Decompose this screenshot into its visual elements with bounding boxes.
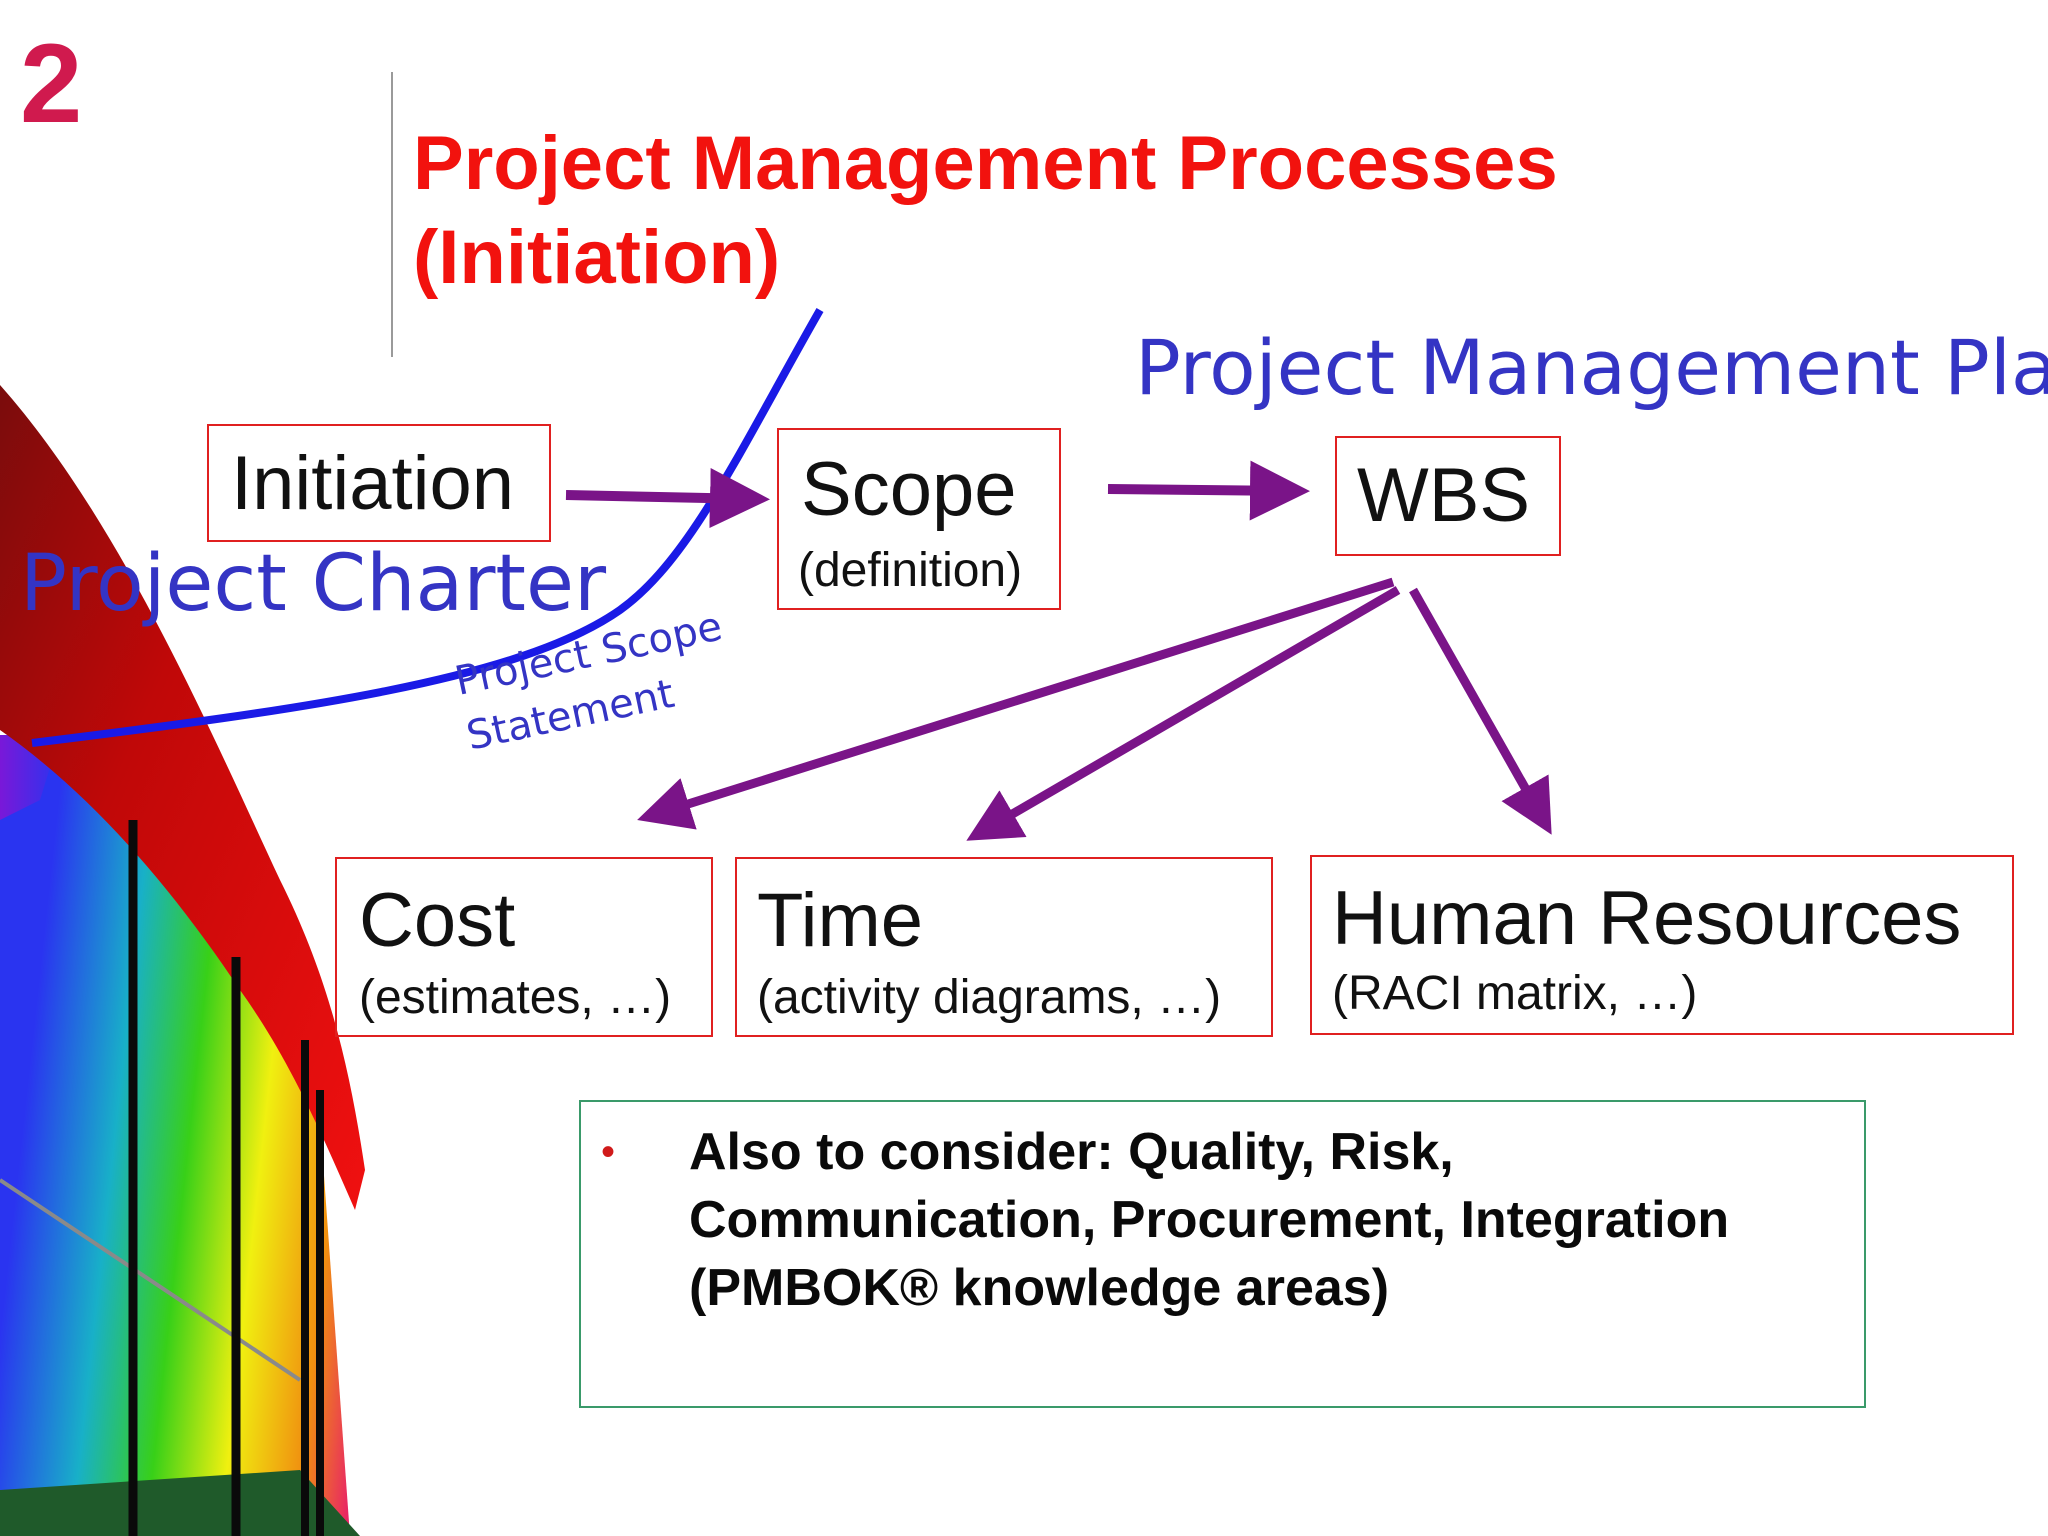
initiation-box: Initiation xyxy=(207,424,551,542)
scope-boundary-curve xyxy=(31,308,824,747)
cost-subtitle: (estimates, …) xyxy=(359,971,672,1024)
cost-title: Cost xyxy=(359,878,516,963)
scope-title: Scope xyxy=(801,447,1017,532)
cost-box: Cost (estimates, …) xyxy=(335,857,713,1037)
knowledge-areas-note: • Also to consider: Quality, Risk, Commu… xyxy=(579,1100,1866,1408)
time-box: Time (activity diagrams, …) xyxy=(735,857,1273,1037)
slide-number: 2 xyxy=(20,21,83,146)
time-subtitle: (activity diagrams, …) xyxy=(757,971,1222,1024)
wbs-box: WBS xyxy=(1335,436,1561,556)
human-resources-title: Human Resources xyxy=(1332,876,1962,961)
rainbow-panel-decoration xyxy=(0,735,350,1536)
project-charter-label: Project Charter xyxy=(20,539,607,629)
initiation-title: Initiation xyxy=(231,441,515,526)
red-ribbon-decoration xyxy=(0,385,365,1210)
arrow-wbs-to-time xyxy=(966,586,1401,841)
gray-line-decoration xyxy=(0,1178,302,1382)
arrow-wbs-to-human-resources xyxy=(1409,587,1552,835)
note-text: Also to consider: Quality, Risk, Communi… xyxy=(689,1123,1730,1317)
scope-box: Scope (definition) xyxy=(777,428,1061,610)
slide-title: Project Management Processes (Initiation… xyxy=(413,121,1558,300)
project-management-plan-label: Project Management Plan xyxy=(1135,323,2048,412)
ground-decoration xyxy=(0,1470,360,1536)
wbs-title: WBS xyxy=(1357,453,1531,538)
arrow-scope-to-wbs xyxy=(1107,460,1310,521)
human-resources-box: Human Resources (RACI matrix, …) xyxy=(1310,855,2014,1035)
arrow-wbs-to-cost xyxy=(637,577,1395,830)
human-resources-subtitle: (RACI matrix, …) xyxy=(1332,967,1698,1020)
bullet-icon: • xyxy=(601,1130,616,1174)
scope-subtitle: (definition) xyxy=(798,544,1023,597)
time-title: Time xyxy=(757,878,924,963)
arrow-initiation-to-scope xyxy=(565,468,770,529)
